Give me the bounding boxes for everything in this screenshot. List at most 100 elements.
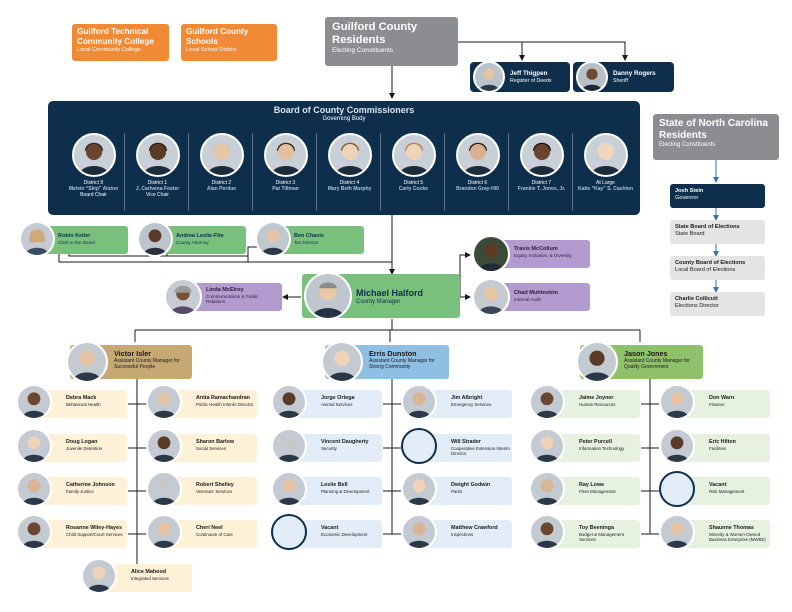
state-residents-subtitle: Electing Constituents (659, 142, 716, 148)
department-name: Public Health Interim Director (196, 402, 254, 407)
manager-name: Michael Halford (356, 288, 424, 298)
vacant-photo-icon (271, 514, 307, 550)
county-manager-card: Michael Halford County Manager (302, 272, 460, 320)
person-photo-icon (164, 278, 202, 316)
department-head-name: Doug Logan (66, 439, 98, 445)
person-photo-icon (304, 272, 352, 320)
department-name: Parks (451, 489, 463, 494)
department-name: Family Justice (66, 489, 94, 494)
person-photo-icon (146, 384, 182, 420)
person-photo-icon (271, 428, 307, 464)
official-role: Register of Deeds (510, 78, 552, 84)
person-photo-icon (583, 133, 628, 177)
department-head-name: Vacant (709, 482, 727, 488)
person-photo-icon (519, 133, 564, 177)
staff-name: Robin Keller (58, 233, 91, 239)
department-head-name: Rosanne Wiley-Hayes (66, 525, 122, 531)
department-head-name: Jorge Ortega (321, 395, 355, 401)
commissioner-district: District 8 (83, 180, 104, 186)
department-name: Animal Services (321, 402, 353, 407)
department-head-name: Toy Beeninga (579, 525, 614, 531)
person-photo-icon (199, 133, 244, 177)
gcs-box: Guilford County Schools Local School Dis… (181, 24, 277, 61)
department-head-name: Don Warn (709, 395, 735, 401)
person-photo-icon (659, 428, 695, 464)
staff-name: Chad Muhlestein (514, 290, 559, 296)
department-head-name: Jaime Joyner (579, 395, 614, 401)
commissioner-name: Frankie T. Jones, Jr. (517, 186, 566, 192)
person-photo-icon (321, 341, 363, 383)
department-head-name: Anita Ramachandran (196, 395, 250, 401)
staff-role: Clerk to the Board (58, 240, 96, 245)
department-name: Juvenile Detention (66, 446, 103, 451)
board-subtitle: Governing Body (322, 116, 366, 122)
staff-role: Tax Director (294, 240, 319, 245)
department-head-name: Sharon Barlow (196, 439, 235, 445)
department-head-name: Eric Hilton (709, 439, 736, 445)
attorney-card: Andrea Leslie-Fite County Attorney (137, 221, 246, 257)
board-title: Board of County Commissioners (273, 105, 415, 115)
person-photo-icon (401, 514, 437, 550)
commissioner-district: District 5 (403, 180, 424, 186)
person-photo-icon (146, 428, 182, 464)
gtcc-title: Guilford Technical Community College (77, 27, 154, 46)
commissioner-title: Board Chair (80, 192, 107, 198)
commissioner-divider (252, 133, 253, 211)
person-photo-icon (327, 133, 372, 177)
department-name: Minority & Women-Owned Business Enterpri… (709, 532, 766, 542)
department-name: Emergency Services (451, 402, 492, 407)
department-name: Finance (709, 402, 725, 407)
person-photo-icon (271, 384, 307, 420)
official-name: Danny Rogers (613, 70, 656, 77)
commissioner-name: Brandon Gray-Hill (456, 186, 499, 192)
acm-name: Jason Jones (624, 349, 668, 358)
staff-name: Ben Chavis (294, 233, 324, 239)
person-photo-icon (16, 384, 52, 420)
acm-name: Erris Dunston (369, 349, 417, 358)
person-photo-icon (81, 558, 117, 594)
commissioner-name: J. Carlvena Foster (135, 186, 180, 192)
department-head-name: Cheri Neel (196, 525, 223, 531)
commissioner-divider (572, 133, 573, 211)
department-head-name: Jim Albright (451, 395, 483, 401)
state-residents-title: State of North Carolina Residents (659, 118, 768, 141)
department-name: Risk Management (709, 489, 745, 494)
commissioner-district: District 3 (275, 180, 296, 186)
commissioner-name: Melvin “Skip” Alston (68, 186, 119, 192)
official-role: Sheriff (613, 78, 628, 84)
department-name: Child Support/Court Services (66, 532, 123, 537)
communications-card: Linda McElroy Communications & Public Re… (164, 278, 282, 316)
gtcc-box: Guilford Technical Community College Loc… (72, 24, 169, 61)
commissioner-district: At Large (596, 180, 615, 186)
commissioner-divider (316, 133, 317, 211)
person-photo-icon (16, 514, 52, 550)
person-photo-icon (472, 278, 510, 316)
register-of-deeds-card: Jeff Thigpen Register of Deeds (470, 61, 570, 93)
acm-role: Assistant County Manager for Quality Gov… (624, 358, 690, 370)
commissioner-name: Alan Perdue (206, 186, 237, 192)
acm-name: Victor Isler (114, 349, 152, 358)
department-name: Facilities (709, 446, 727, 451)
gcs-subtitle: Local School District (186, 47, 237, 53)
department-name: Human Resources (579, 402, 616, 407)
